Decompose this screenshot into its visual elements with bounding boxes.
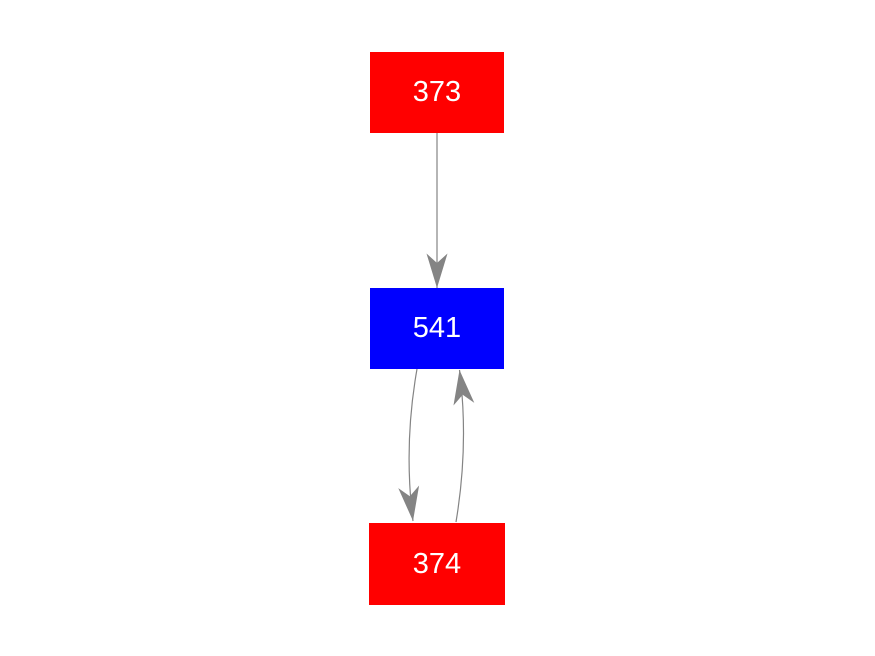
node-373[interactable]: 373	[370, 52, 504, 133]
node-374[interactable]: 374	[369, 523, 505, 605]
node-label: 374	[412, 547, 462, 580]
arrowhead-374-541	[453, 370, 475, 406]
arrowhead-541-374	[398, 485, 420, 521]
node-label: 541	[412, 312, 462, 344]
node-label: 373	[412, 76, 462, 108]
arrowhead-373-541	[426, 253, 448, 288]
node-541[interactable]: 541	[370, 288, 504, 369]
